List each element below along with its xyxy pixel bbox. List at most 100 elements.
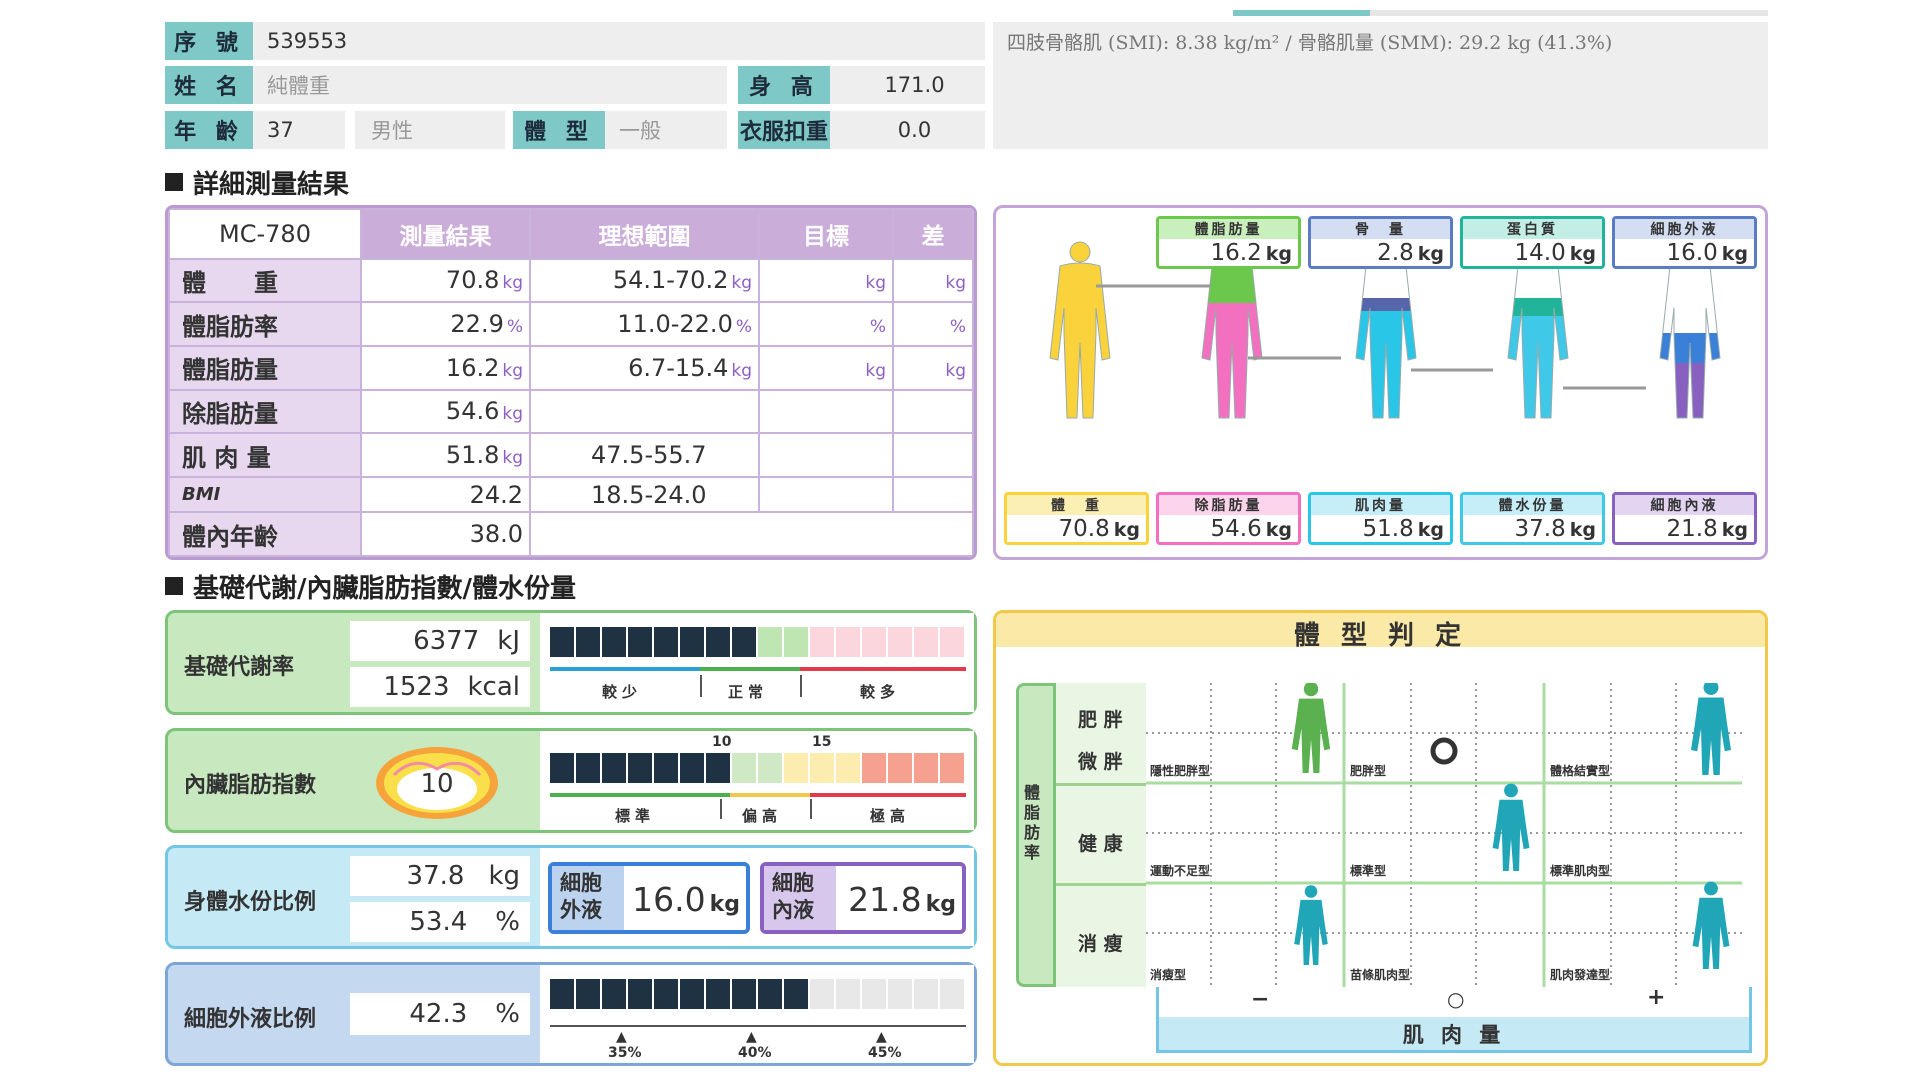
row-label: 體內年齡 [168, 511, 362, 557]
box-title: 細胞外液 [1615, 219, 1754, 239]
bar-segment [940, 627, 964, 657]
ecw-panel: 細胞外液比例 42.3% ▲ ▲ ▲ 35% 40% 45% [165, 962, 977, 1066]
section-bullet [165, 577, 183, 595]
row-target: % [758, 301, 894, 347]
scale-divider [700, 675, 702, 697]
tick-40-label: 40% [738, 1045, 772, 1061]
intracellular-label: 細胞內液 [772, 871, 814, 922]
row-label: 除脂肪量 [168, 388, 362, 435]
cell-label: 標準肌肉型 [1550, 863, 1610, 878]
row-target [758, 432, 894, 478]
section-title-detail: 詳細測量結果 [165, 164, 349, 200]
ecw-label: 細胞外液比例 [184, 1007, 317, 1032]
cell-label: 體格結實型 [1550, 763, 1610, 778]
age-label: 年 齡 [165, 111, 253, 149]
bar-segment [732, 753, 756, 783]
progress-track [1370, 10, 1768, 16]
ecw-value: 42.3% [350, 993, 530, 1035]
row-label: 體脂肪率 [168, 301, 362, 347]
bar-segment [784, 753, 808, 783]
cell-label: 隱性肥胖型 [1150, 763, 1210, 778]
bar-segment [888, 627, 912, 657]
bar-segment [758, 627, 782, 657]
bar-segment [784, 979, 808, 1009]
col-range: 理想範圍 [529, 208, 760, 260]
tick-15: 15 [812, 734, 832, 750]
row-diff [892, 475, 974, 514]
cell-label: 標準型 [1350, 863, 1386, 878]
bar-segment [862, 627, 886, 657]
visceral-bar: 10 15 標準 偏高 極高 [540, 731, 974, 830]
height-label: 身 高 [738, 66, 830, 104]
bar-segment [732, 979, 756, 1009]
bar-segment [914, 753, 938, 783]
row-target [758, 475, 894, 514]
serial-label: 序 號 [165, 22, 253, 60]
scale-standard: 標準 [615, 807, 656, 825]
gender-value: 男性 [355, 111, 505, 149]
visceral-fat-icon [376, 747, 498, 819]
scale-high: 極高 [870, 807, 911, 825]
box-title: 體脂肪量 [1159, 219, 1298, 239]
body-type-title: 體 型 判 定 [1293, 621, 1468, 651]
scale-standard-line [550, 793, 730, 797]
cell-label: 苗條肌肉型 [1350, 967, 1410, 982]
x-zero: ○ [1447, 987, 1465, 1011]
bar-segment [602, 979, 626, 1009]
col-target: 目標 [758, 208, 894, 260]
bar-segment [576, 979, 600, 1009]
bar-segment [940, 979, 964, 1009]
grid-figure [1492, 783, 1530, 871]
tick-35: ▲ [616, 1029, 627, 1045]
row-diff: % [892, 301, 974, 347]
row-result: 38.0 [360, 511, 531, 557]
bmr-label: 基礎代謝率 [184, 655, 295, 680]
scale-high-line [800, 667, 966, 671]
scale-low-line [550, 667, 700, 671]
water-pct: 53.4% [350, 902, 530, 942]
grid-figure [1691, 683, 1731, 775]
ecw-axis [550, 1025, 966, 1027]
bar-segment [680, 627, 704, 657]
scale-normal: 正常 [728, 683, 769, 701]
x-plus: + [1647, 985, 1666, 1010]
x-axis-band: − ○ + 肌 肉 量 [1156, 985, 1752, 1053]
bar-segment [810, 627, 834, 657]
bar-segment [914, 627, 938, 657]
bar-segment [706, 627, 730, 657]
visceral-label: 內臟脂肪指數 [184, 773, 317, 798]
scale-divider [800, 675, 802, 697]
bar-segment [940, 753, 964, 783]
row-diff [892, 432, 974, 478]
cell-label: 肌肉發達型 [1549, 967, 1610, 982]
name-value: 純體重 [253, 66, 727, 104]
scale-slight-line [730, 793, 810, 797]
x-minus: − [1251, 987, 1270, 1012]
row-diff [892, 388, 974, 435]
section-title-metabolism: 基礎代謝/內臟脂肪指數/體水份量 [165, 568, 576, 604]
bar-segment [758, 753, 782, 783]
tick-45: ▲ [876, 1029, 887, 1045]
bar-segment [810, 979, 834, 1009]
visceral-panel: 內臟脂肪指數 10 10 15 標準 偏高 極高 [165, 728, 977, 833]
tick-40: ▲ [746, 1029, 757, 1045]
serial-value: 539553 [253, 22, 985, 60]
row-thin: 消 瘦 [1078, 933, 1123, 955]
bar-segment [654, 627, 678, 657]
x-axis-label: 肌 肉 量 [1402, 1023, 1506, 1047]
row-label: 肌 肉 量 [168, 432, 362, 478]
tick-10: 10 [712, 734, 732, 750]
